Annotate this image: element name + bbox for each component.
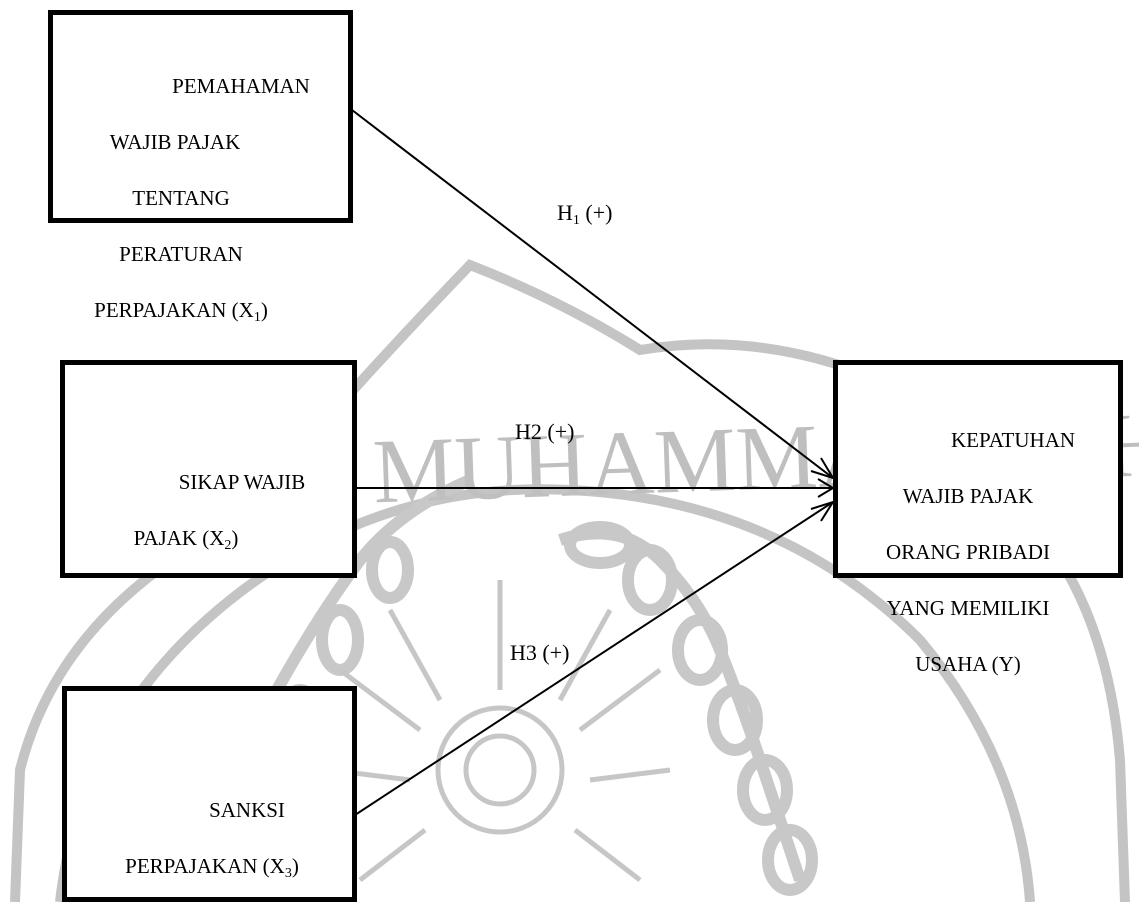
edge-h3-label: H3 (+) xyxy=(510,640,570,665)
node-x2-line: SIKAP WAJIB xyxy=(178,470,306,494)
node-x1-line: PEMAHAMAN xyxy=(172,74,310,98)
node-x1-line: PERPAJAKAN (X1) xyxy=(55,296,347,332)
node-x1-line: WAJIB PAJAK xyxy=(109,130,241,154)
edge-h1-text: H xyxy=(557,200,573,225)
node-x3-text: SANKSI PERPAJAKAN (X3) xyxy=(72,768,352,916)
edge-h3-line xyxy=(354,501,834,816)
node-y-box xyxy=(833,360,1123,578)
node-x2-tail: ) xyxy=(231,526,239,550)
node-x1-box xyxy=(48,10,353,223)
edge-h1-line xyxy=(351,109,834,479)
node-x1-tail: ) xyxy=(260,298,268,322)
edge-h1-tail: (+) xyxy=(579,200,613,225)
edge-h1-subscript: 1 xyxy=(572,213,580,228)
edge-h2-label: H2 (+) xyxy=(515,419,575,444)
node-x1-text: PEMAHAMAN WAJIB PAJAK TENTANG PERATURAN … xyxy=(55,44,347,360)
node-x2-subscript: 2 xyxy=(224,538,232,553)
node-y-line: YANG MEMILIKI xyxy=(886,596,1050,620)
node-x3-box xyxy=(62,686,357,902)
node-x1-subscript: 1 xyxy=(253,310,261,325)
node-x3-line: SANKSI xyxy=(209,798,285,822)
node-x1-label: PERPAJAKAN (X xyxy=(94,298,254,322)
node-y-line: USAHA (Y) xyxy=(915,652,1021,676)
node-y-line: ORANG PRIBADI xyxy=(886,540,1050,564)
node-x3-subscript: 3 xyxy=(284,866,292,881)
node-y-text: KEPATUHAN WAJIB PAJAK ORANG PRIBADI YANG… xyxy=(843,398,1113,706)
node-x2-box xyxy=(60,360,357,578)
edge-h1-label: H1 (+) xyxy=(557,200,612,229)
node-x3-tail: ) xyxy=(291,854,299,878)
node-y-line: KEPATUHAN xyxy=(950,428,1076,452)
node-x2-label: PAJAK (X xyxy=(133,526,225,550)
node-x1-line: PERATURAN xyxy=(119,242,243,266)
node-x3-label: PERPAJAKAN (X xyxy=(125,854,285,878)
node-x2-text: SIKAP WAJIB PAJAK (X2) xyxy=(70,440,352,588)
node-y-line: WAJIB PAJAK xyxy=(902,484,1034,508)
node-x2-line: PAJAK (X2) xyxy=(70,524,352,560)
node-x1-line: TENTANG xyxy=(132,186,230,210)
node-x3-line: PERPAJAKAN (X3) xyxy=(72,852,352,888)
